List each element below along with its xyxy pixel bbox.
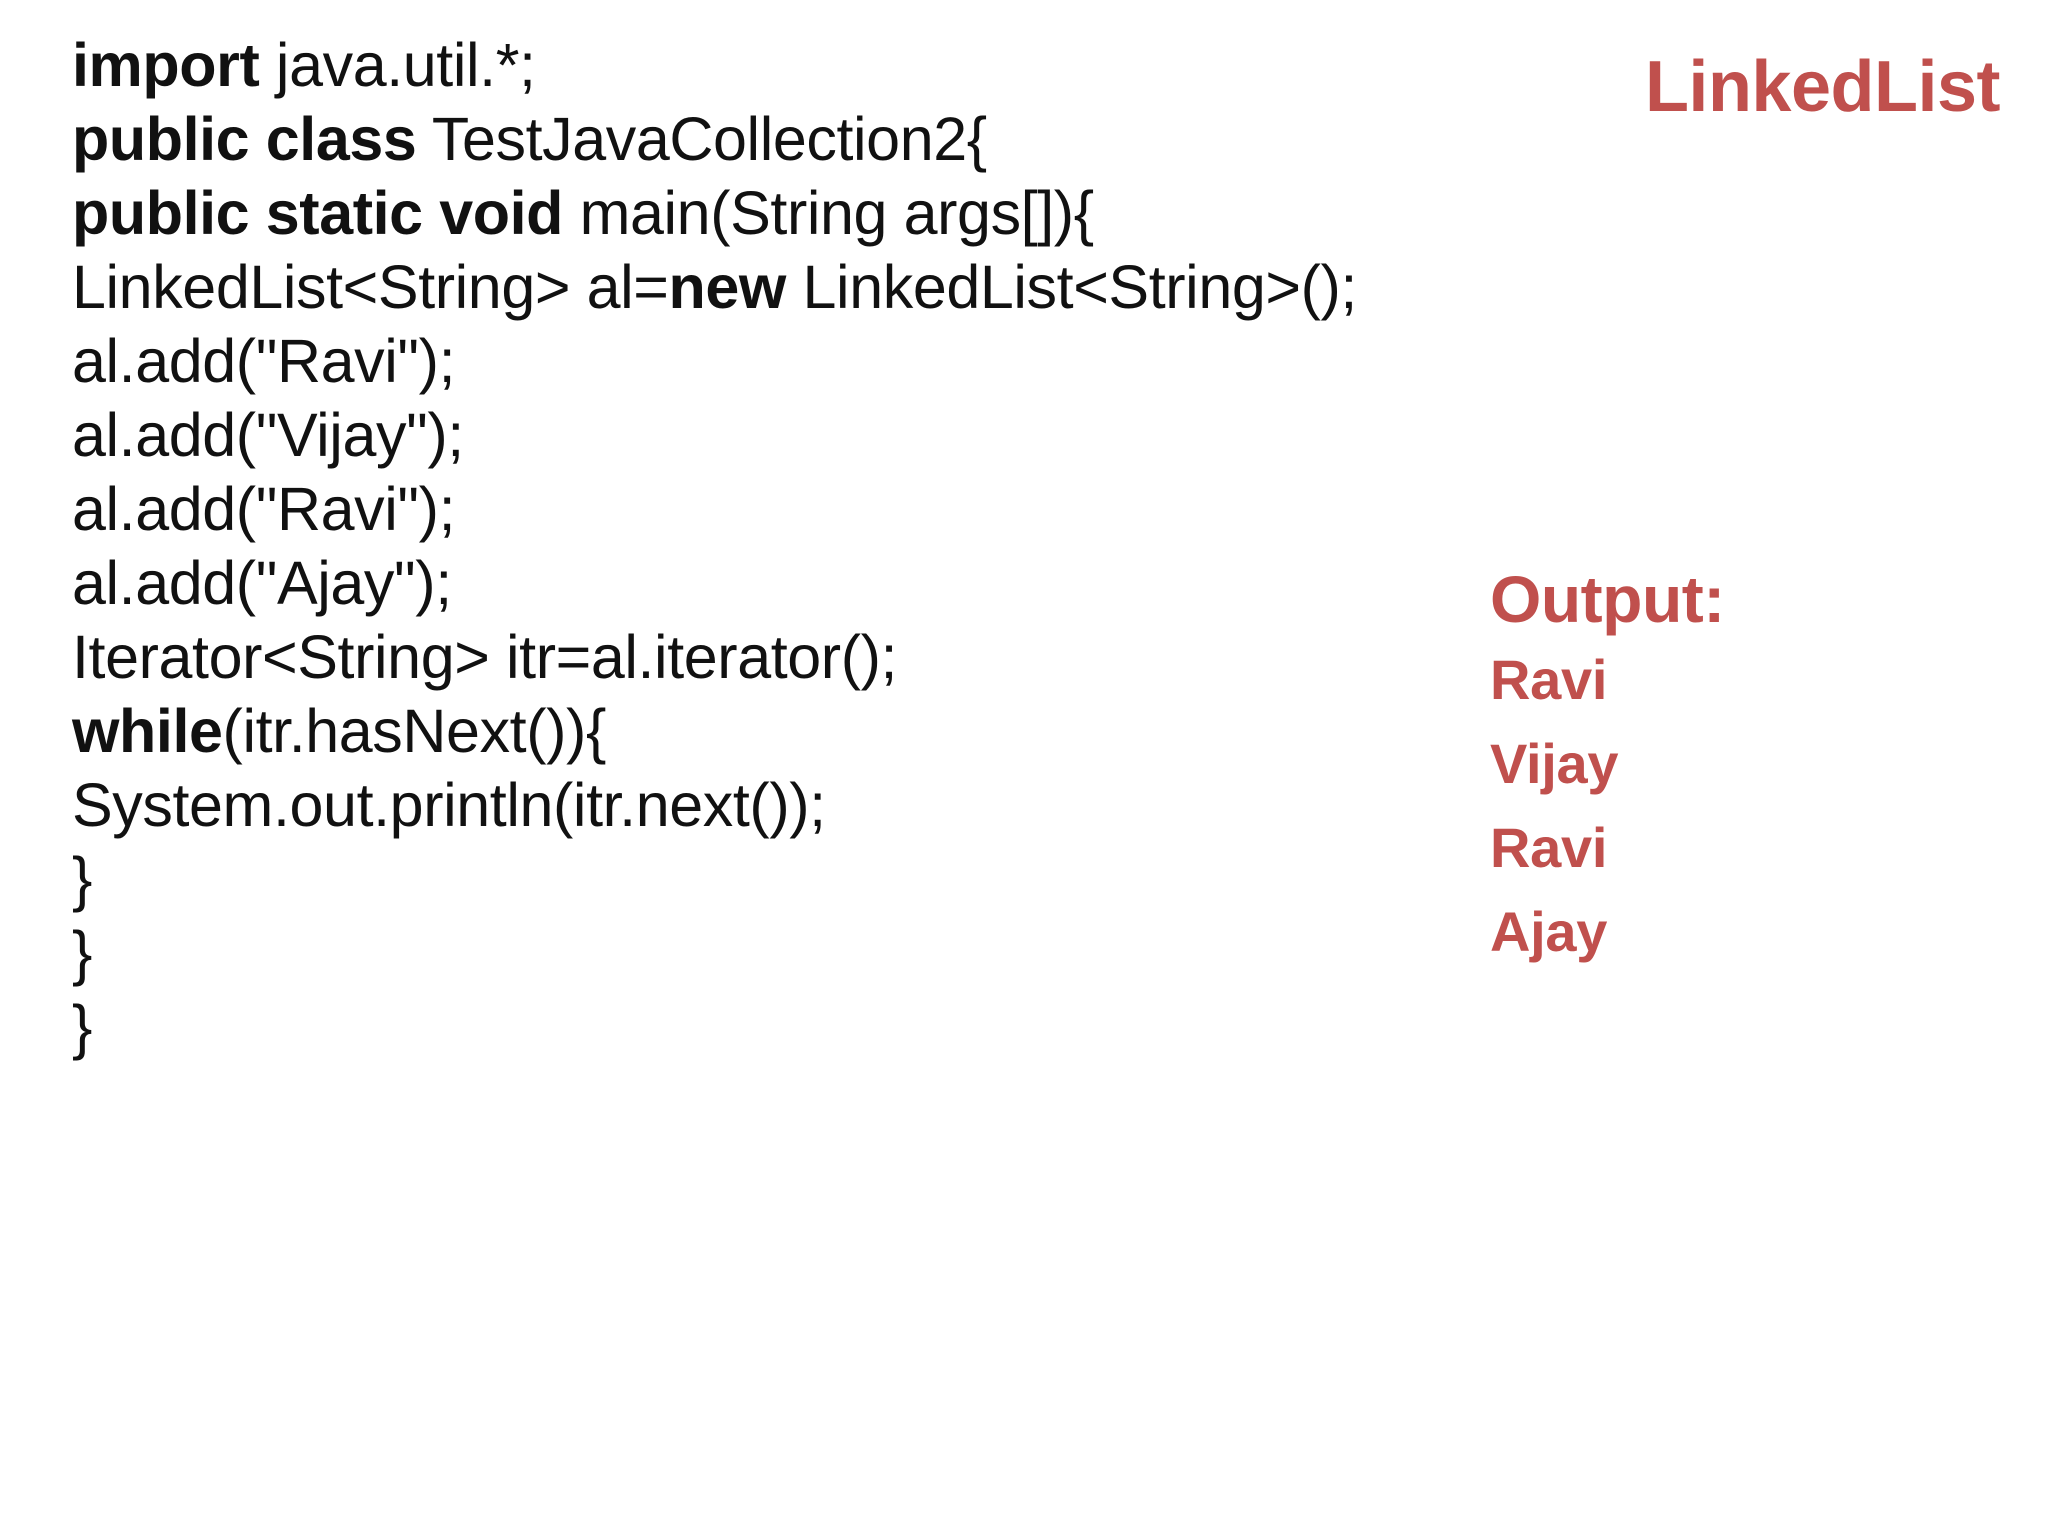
output-line: Ravi	[1490, 816, 1608, 879]
code-line: Iterator<String> itr=al.iterator();	[72, 620, 1402, 694]
code-keyword: public static void	[72, 179, 564, 247]
code-text: LinkedList<String>();	[785, 253, 1358, 321]
code-line: }	[72, 842, 1402, 916]
topic-title: LinkedList	[1644, 47, 2001, 127]
code-keyword: while	[72, 697, 223, 765]
output-line: Ravi	[1490, 648, 1608, 711]
output-heading: Output:	[1490, 562, 1725, 636]
code-text: main(String args[]){	[563, 179, 1094, 247]
code-text: LinkedList<String> al=	[72, 253, 669, 321]
code-line: public class TestJavaCollection2{	[72, 102, 1402, 176]
code-line: al.add("Ravi");	[72, 324, 1402, 398]
code-line: import java.util.*;	[72, 28, 1402, 102]
output-line: Ajay	[1490, 900, 1608, 963]
code-text: TestJavaCollection2{	[416, 105, 987, 173]
code-text: java.util.*;	[259, 31, 536, 99]
code-line: al.add("Ajay");	[72, 546, 1402, 620]
code-line: al.add("Ravi");	[72, 472, 1402, 546]
code-text: System.out.println(itr.next());	[72, 771, 826, 839]
code-text: al.add("Vijay");	[72, 401, 464, 469]
code-line: }	[72, 990, 1402, 1064]
code-line: al.add("Vijay");	[72, 398, 1402, 472]
code-keyword: import	[72, 31, 260, 99]
java-code-block: import java.util.*;public class TestJava…	[72, 28, 1402, 1064]
code-keyword: new	[668, 253, 787, 321]
code-text: al.add("Ajay");	[72, 549, 452, 617]
code-keyword: public class	[72, 105, 417, 173]
code-text: }	[72, 993, 92, 1061]
code-line: public static void main(String args[]){	[72, 176, 1402, 250]
code-line: LinkedList<String> al=new LinkedList<Str…	[72, 250, 1402, 324]
code-line: System.out.println(itr.next());	[72, 768, 1402, 842]
code-text: Iterator<String> itr=al.iterator();	[72, 623, 898, 691]
code-text: (itr.hasNext()){	[222, 697, 607, 765]
code-text: }	[72, 845, 92, 913]
code-text: al.add("Ravi");	[72, 475, 456, 543]
code-text: al.add("Ravi");	[72, 327, 456, 395]
code-text: }	[72, 919, 92, 987]
code-line: while(itr.hasNext()){	[72, 694, 1402, 768]
output-line: Vijay	[1490, 732, 1619, 795]
code-line: }	[72, 916, 1402, 990]
